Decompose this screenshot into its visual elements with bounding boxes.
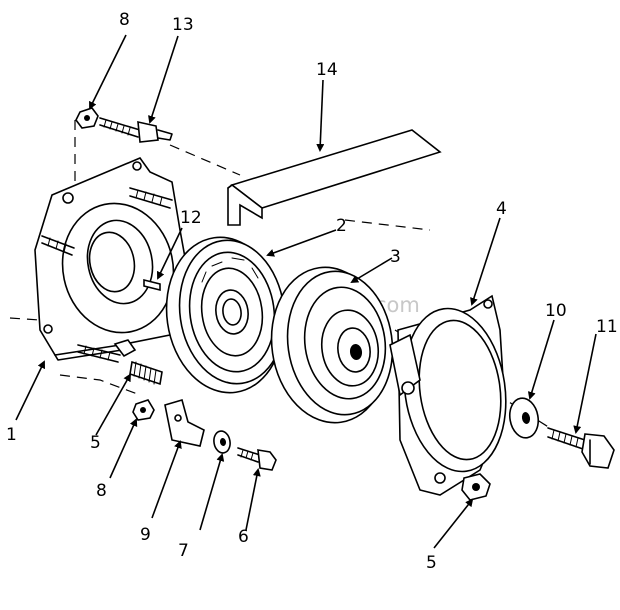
callout-13: 13 (172, 15, 194, 35)
callout-10: 10 (545, 301, 567, 321)
part-5-spring (113, 339, 163, 386)
part-5-nut-bottom (461, 473, 491, 501)
part-4-brake-bracket (389, 294, 507, 496)
part-12-key (143, 278, 161, 292)
callout-14: 14 (316, 60, 338, 80)
callout-11: 11 (596, 317, 618, 337)
callout-1: 1 (6, 425, 17, 445)
callout-5-bottom: 5 (426, 553, 437, 573)
callout-3: 3 (390, 247, 401, 267)
part-3-pulley (270, 266, 394, 424)
callout-8-top: 8 (119, 10, 130, 30)
part-7-lock-washer (213, 430, 231, 454)
callout-4: 4 (496, 199, 507, 219)
part-10-washer (508, 397, 540, 439)
callout-9: 9 (140, 525, 151, 545)
part-1-mounting-plate (34, 157, 196, 361)
part-8-nut-bottom (132, 399, 155, 421)
part-2-clutch-rotor (165, 236, 286, 394)
plate-studs (41, 187, 173, 363)
callout-2: 2 (336, 216, 347, 236)
callout-12: 12 (180, 208, 202, 228)
callout-5-left: 5 (90, 433, 101, 453)
callout-7: 7 (178, 541, 189, 561)
part-11-hex-bolt (547, 427, 615, 469)
part-8-nut-top (75, 107, 99, 129)
part-14-shield (227, 129, 442, 226)
leader-lines (15, 34, 597, 549)
part-13-stud (99, 117, 173, 143)
part-6-screw (237, 447, 277, 471)
callout-numbers: 8 13 14 12 2 4 3 10 11 1 5 8 9 7 6 5 (6, 10, 618, 573)
callout-6: 6 (238, 527, 249, 547)
part-9-clip (164, 399, 205, 447)
callout-8-bottom: 8 (96, 481, 107, 501)
